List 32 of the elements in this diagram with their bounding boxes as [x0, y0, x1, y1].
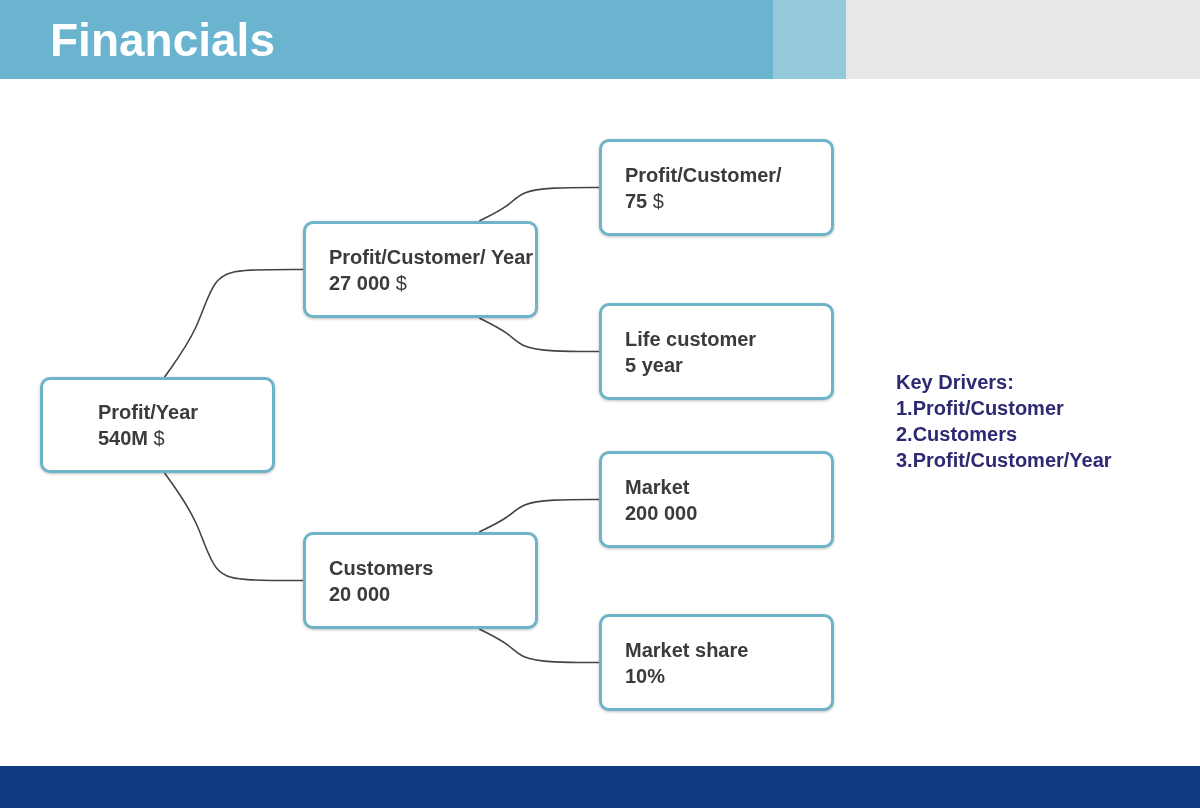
- node-box: [40, 377, 275, 473]
- node-heading: Market: [625, 474, 691, 500]
- node-box: [599, 451, 834, 548]
- node-box: [599, 614, 834, 711]
- node-box: [303, 221, 538, 318]
- node-value: 200 000: [625, 500, 699, 526]
- node-box: [599, 139, 834, 236]
- connector-line: [163, 472, 304, 582]
- node-heading: Profit/Customer/ Year: [329, 244, 535, 270]
- node-value: 540M $: [98, 426, 166, 451]
- connector-line: [478, 186, 600, 222]
- key-driver-text: 1.Profit/Customer: [896, 396, 1065, 421]
- connector-line: [478, 317, 600, 353]
- node-value: 10%: [625, 663, 667, 689]
- key-driver-text: 3.Profit/Customer/Year: [896, 448, 1112, 473]
- node-value: 27 000 $: [329, 270, 408, 296]
- node-heading: Profit/Customer/: [625, 162, 783, 188]
- connector-line: [163, 268, 304, 378]
- connector-line: [478, 628, 600, 664]
- node-box: [599, 303, 834, 400]
- node-value: 20 000: [329, 581, 392, 607]
- key-driver-text: 2.Customers: [896, 422, 1019, 447]
- node-heading: Market share: [625, 637, 750, 663]
- key-driver-text: Key Drivers:: [896, 370, 1015, 395]
- node-value: 5 year: [625, 352, 684, 378]
- title: Financials: [50, 13, 275, 68]
- connector-line: [478, 498, 600, 533]
- node-box: [303, 532, 538, 629]
- node-heading: Life customer: [625, 326, 758, 352]
- node-heading: Profit/Year: [98, 400, 200, 425]
- node-value: 75 $: [625, 188, 665, 214]
- node-heading: Customers: [329, 555, 435, 581]
